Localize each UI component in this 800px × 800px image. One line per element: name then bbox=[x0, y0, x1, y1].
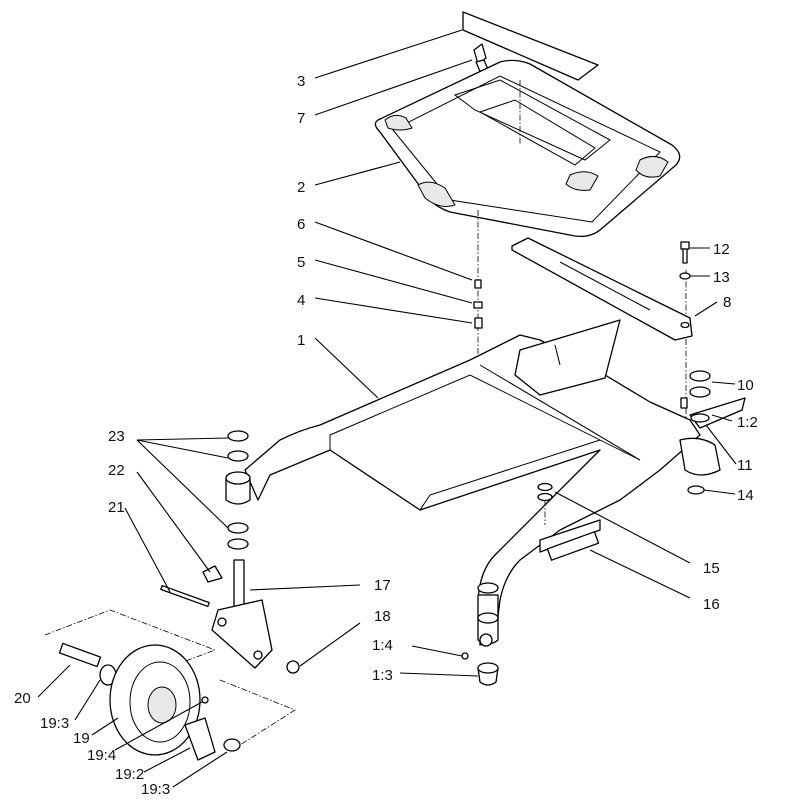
callout-13: 13 bbox=[713, 269, 730, 286]
left-caster-assembly bbox=[160, 430, 273, 669]
decal-sheet bbox=[462, 11, 599, 81]
callout-2: 2 bbox=[297, 179, 305, 196]
callout-19: 19 bbox=[73, 730, 90, 747]
callout-8: 8 bbox=[723, 294, 731, 311]
washer-stack bbox=[680, 370, 711, 495]
callout-18: 18 bbox=[374, 608, 391, 625]
callout-12: 12 bbox=[713, 241, 730, 258]
callout-1-2: 1:2 bbox=[737, 414, 758, 431]
callout-labels: 3 7 2 6 5 4 1 12 13 8 10 1:2 11 14 23 22… bbox=[14, 73, 758, 798]
callout-19-3a: 19:3 bbox=[40, 715, 69, 732]
bolt-18 bbox=[286, 660, 300, 674]
main-frame bbox=[244, 319, 746, 646]
callout-1: 1 bbox=[297, 332, 305, 349]
callout-5: 5 bbox=[297, 254, 305, 271]
callout-23: 23 bbox=[108, 428, 125, 445]
callout-20: 20 bbox=[14, 690, 31, 707]
bracket-plate bbox=[511, 237, 693, 341]
callout-22: 22 bbox=[108, 462, 125, 479]
callout-19-4: 19:4 bbox=[87, 747, 116, 764]
stud-hardware bbox=[473, 279, 483, 329]
wheel-assembly bbox=[44, 609, 296, 761]
callout-4: 4 bbox=[297, 292, 305, 309]
callout-16: 16 bbox=[703, 596, 720, 613]
callout-3: 3 bbox=[297, 73, 305, 90]
right-caster-assembly bbox=[461, 582, 499, 686]
center-washers bbox=[537, 482, 553, 525]
callout-17: 17 bbox=[374, 577, 391, 594]
bolt-washer bbox=[679, 241, 691, 329]
callout-7: 7 bbox=[297, 110, 305, 127]
callout-21: 21 bbox=[108, 499, 125, 516]
callout-11: 11 bbox=[737, 457, 753, 474]
seat-pan bbox=[374, 59, 681, 238]
callout-19-3b: 19:3 bbox=[141, 781, 170, 798]
callout-1-4: 1:4 bbox=[372, 637, 393, 654]
callout-14: 14 bbox=[737, 487, 754, 504]
frame-decal bbox=[546, 531, 600, 561]
callout-6: 6 bbox=[297, 216, 305, 233]
callout-1-3: 1:3 bbox=[372, 667, 393, 684]
callout-19-2: 19:2 bbox=[115, 766, 144, 783]
callout-10: 10 bbox=[737, 377, 754, 394]
leader-lines bbox=[37, 29, 737, 788]
callout-15: 15 bbox=[703, 560, 720, 577]
